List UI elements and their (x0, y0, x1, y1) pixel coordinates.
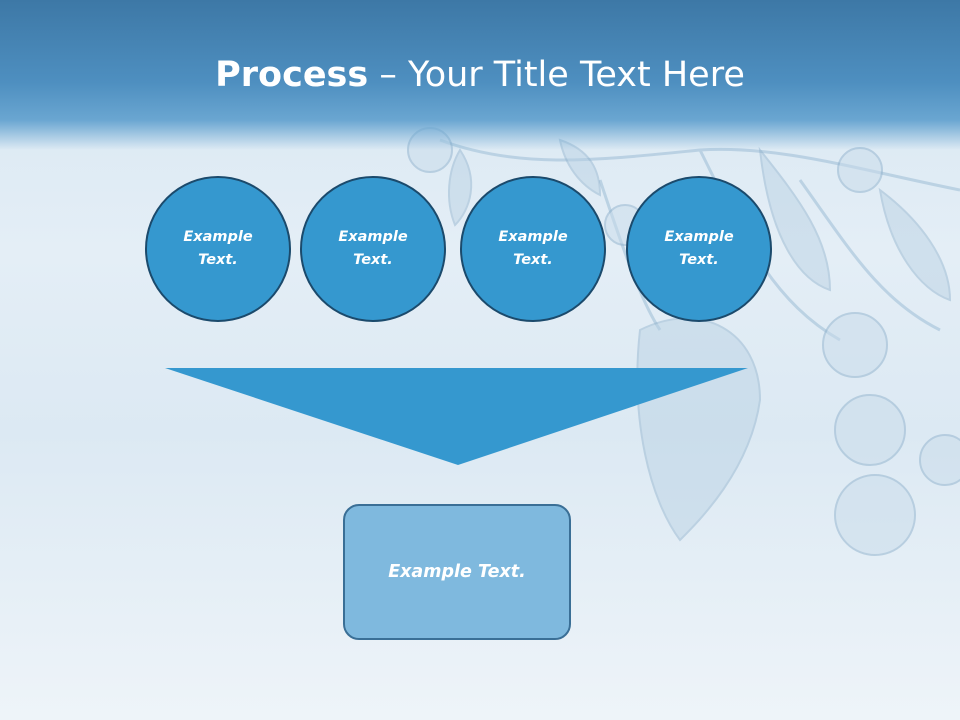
step-label: Example Text. (664, 229, 734, 268)
step-label: Example Text. (498, 229, 568, 268)
title-bar (0, 0, 960, 150)
process-step-circle-2: Example Text. (300, 176, 446, 322)
result-box: Example Text. (343, 504, 571, 640)
process-step-circle-1: Example Text. (145, 176, 291, 322)
result-label: Example Text. (388, 562, 526, 582)
slide-title: Process – Your Title Text Here (0, 52, 960, 98)
title-bold-part: Process (215, 55, 369, 95)
process-step-circle-3: Example Text. (460, 176, 606, 322)
step-label: Example Text. (183, 229, 253, 268)
process-step-circle-4: Example Text. (626, 176, 772, 322)
step-label: Example Text. (338, 229, 408, 268)
title-rest: – Your Title Text Here (368, 55, 745, 95)
